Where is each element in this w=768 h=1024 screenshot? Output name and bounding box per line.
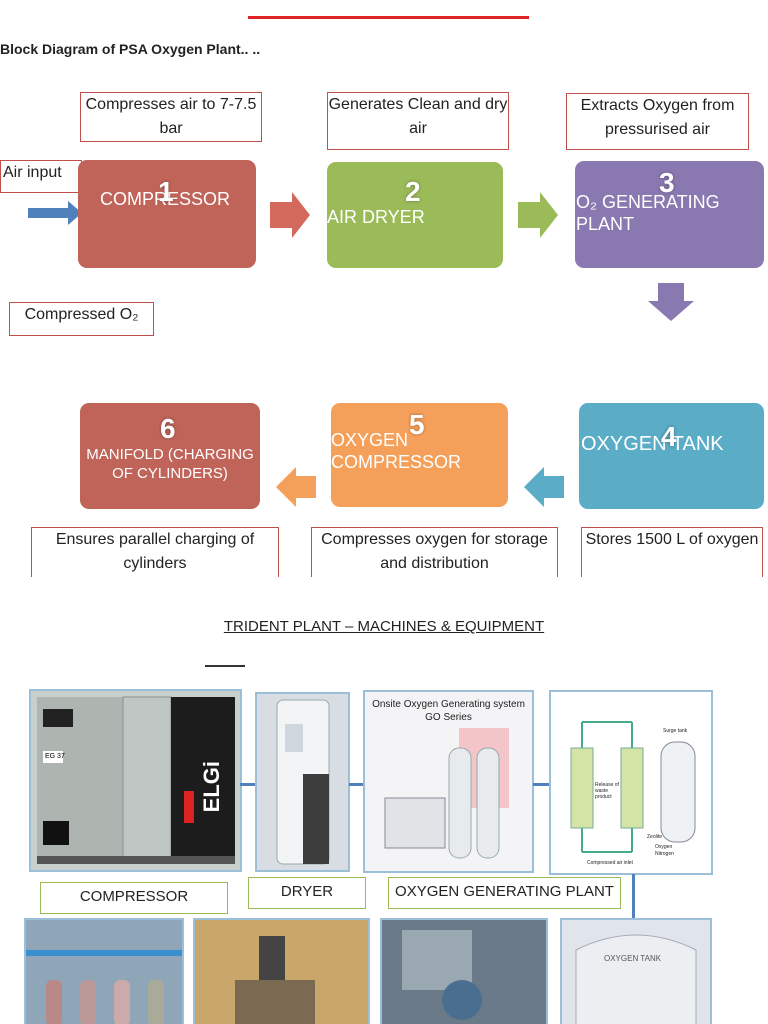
ogp-illustration: [384, 728, 509, 859]
block-compressor: COMPRESSOR 1: [78, 160, 256, 268]
compressor-illustration: [37, 696, 235, 864]
arrow-down-purple: [648, 283, 694, 321]
block-number: 4: [661, 421, 677, 452]
callout-oxygen-compressor: Compresses oxygen for storage and distri…: [311, 527, 558, 577]
callout-dryer: Generates Clean and dry air: [327, 92, 509, 150]
dryer-illustration: [276, 699, 330, 865]
caption-dryer: DRYER: [248, 877, 366, 909]
schematic-label: Surge tank: [663, 728, 688, 734]
air-input-arrow: [28, 201, 82, 225]
compressed-o2-label: Compressed O₂: [9, 302, 154, 336]
schematic-label: Nitrogen: [655, 851, 674, 857]
photo-compressor: ELGi EG 37: [29, 689, 242, 872]
block-label: OXYGEN COMPRESSOR: [331, 430, 462, 472]
arrow-left-blue: [524, 467, 564, 507]
block-label: OXYGEN TANK: [581, 433, 724, 455]
caption-compressor: COMPRESSOR: [40, 882, 228, 914]
photo-oxygen-booster: [380, 918, 548, 1024]
callout-manifold: Ensures parallel charging of cylinders: [31, 527, 279, 577]
tank-illustration: [575, 934, 697, 1024]
photo-dryer: [255, 692, 350, 872]
block-oxygen-tank: OXYGEN TANK 4: [579, 403, 764, 509]
callout-oxygen-tank: Stores 1500 L of oxygen: [581, 527, 763, 577]
schematic-label: Compressed air inlet: [587, 860, 633, 866]
photo-oxygen-compressor: [193, 918, 370, 1024]
photo-process-schematic: Surge tank Release of waste product Zeol…: [549, 690, 713, 875]
schematic-label: Release of waste product: [595, 782, 619, 800]
block-number: 6: [160, 413, 176, 444]
block-o2-generating-plant: O₂ GENERATING PLANT 3: [575, 161, 764, 268]
schematic-label: Oxygen: [655, 844, 673, 850]
model-badge: EG 37: [45, 753, 65, 760]
connector: [349, 783, 363, 786]
block-number: 3: [659, 167, 675, 198]
block-air-dryer: AIR DRYER 2: [327, 162, 503, 268]
caption-oxygen-generating-plant: OXYGEN GENERATING PLANT: [388, 877, 621, 909]
photo-oxygen-generating-system: Onsite Oxygen Generating system GO Serie…: [363, 690, 534, 873]
page-title: Block Diagram of PSA Oxygen Plant.. ..: [0, 41, 261, 57]
schematic-illustration: [570, 721, 696, 853]
booster-illustration: [402, 930, 482, 1020]
schematic-label: Zeolite: [647, 834, 663, 840]
block-manifold: MANIFOLD (CHARGING OF CYLINDERS) 6: [80, 403, 260, 509]
manifold-illustration: [26, 950, 182, 1024]
block-label: MANIFOLD (CHARGING OF CYLINDERS): [86, 446, 254, 482]
arrow-right-green: [518, 192, 558, 238]
photo-oxygen-tank: OXYGEN TANK: [560, 918, 712, 1024]
block-number: 1: [158, 176, 174, 207]
arrow-right-red: [270, 192, 310, 238]
connector: [533, 783, 549, 786]
callout-o2-plant: Extracts Oxygen from pressurised air: [566, 93, 749, 150]
photo-manifold: [24, 918, 184, 1024]
block-number: 2: [405, 176, 421, 207]
section-title: TRIDENT PLANT – MACHINES & EQUIPMENT: [223, 618, 545, 635]
elgi-brand: ELGi: [199, 761, 224, 813]
top-rule: [248, 16, 529, 19]
connector: [240, 783, 256, 786]
tank-label: OXYGEN TANK: [604, 954, 662, 963]
small-rule: [205, 665, 245, 667]
oxygen-compressor-illustration: [235, 936, 315, 1024]
arrow-left-orange: [276, 467, 316, 507]
block-label: COMPRESSOR: [100, 189, 231, 209]
block-label: O₂ GENERATING PLANT: [576, 192, 720, 234]
block-number: 5: [409, 409, 425, 440]
block-label: AIR DRYER: [327, 207, 425, 227]
air-input-label: Air input: [0, 160, 82, 193]
block-oxygen-compressor: OXYGEN COMPRESSOR 5: [331, 403, 508, 507]
connector-down: [632, 874, 635, 918]
callout-compressor: Compresses air to 7-7.5 bar: [80, 92, 262, 142]
ogp-title: Onsite Oxygen Generating system GO Serie…: [372, 699, 525, 723]
